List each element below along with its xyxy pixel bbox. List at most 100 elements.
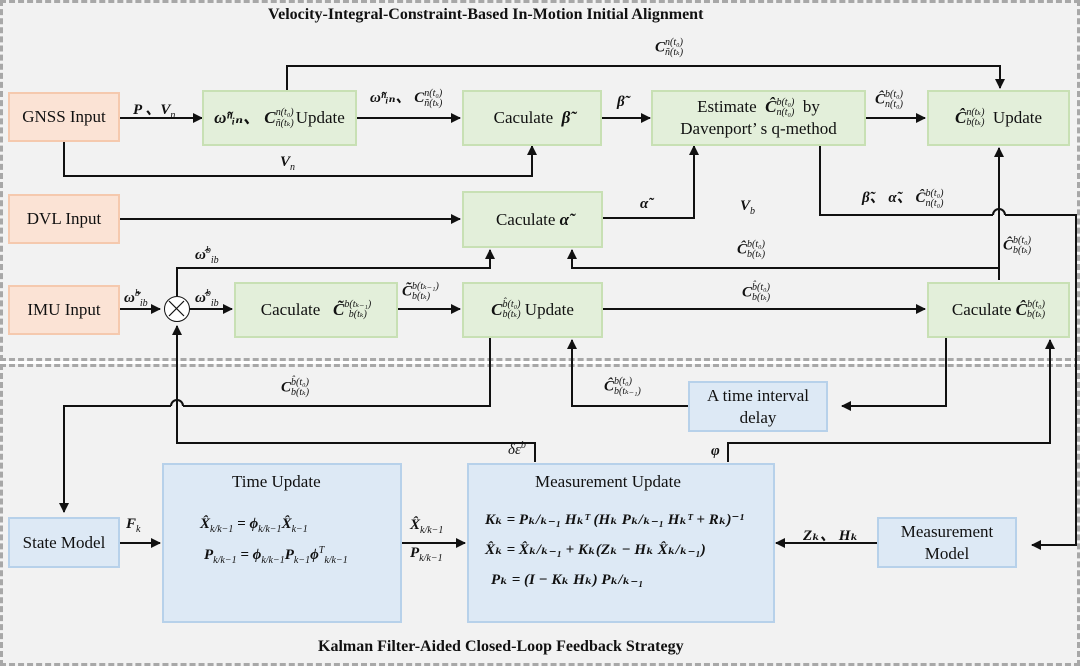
edge-label-alpha: α̃ (640, 196, 649, 212)
measurement-model-line2: Model (924, 543, 970, 563)
edge-label-omega-hat-out: ω̂bib (195, 288, 219, 309)
davenport-label: Davenport’ s q-method (680, 119, 837, 139)
omega-c-update-label: Update (295, 108, 345, 128)
time-delay-block: A time interval delay (688, 381, 828, 432)
multiplier-node (164, 296, 190, 322)
time-update-title: Time Update (232, 472, 321, 491)
c-b-update-label: Update (524, 300, 574, 320)
wire-estimate-to-measurement (819, 146, 993, 216)
estimate-by: by (802, 97, 820, 117)
measurement-update-title: Measurement Update (535, 472, 681, 491)
wire-alpha-to-estimate (603, 145, 699, 219)
wire-mult-to-alpha (176, 249, 495, 296)
measurement-update-eq3: Pₖ = (I − Kₖ Hₖ) Pₖ/ₖ₋₁ (491, 572, 644, 588)
calc-c-tilde-sup: b(tₖ₋₁) (344, 299, 372, 310)
dvl-input-label: DVL Input (26, 209, 102, 229)
estimate-symbol: Ĉ (765, 97, 777, 117)
calc-c-tilde-block: Caculate C̃b(tₖ₋₁)b(tₖ) (234, 282, 398, 338)
edge-label-x-hat: X̂k/k−1 (410, 517, 444, 536)
calc-c-hat-label: Caculate (951, 300, 1012, 320)
imu-input-block: IMU Input (8, 285, 120, 335)
c-b-update-symbol: C (491, 300, 503, 320)
wire-chat-to-alpha (567, 249, 999, 269)
wire-c-top (286, 65, 1005, 91)
edge-label-fk: Fk (126, 516, 141, 535)
edge-label-vn: Vn (280, 154, 296, 173)
wire-phi-feedback (727, 339, 1055, 462)
omega-c-update-sub: ñ(tₖ) (275, 118, 294, 129)
edge-label-p-vn: P 、Vn (133, 102, 176, 121)
edge-label-phi: φ (711, 443, 720, 459)
calc-alpha-symbol: α̃ (559, 209, 570, 229)
calc-c-hat-symbol: Ĉ (1015, 300, 1027, 320)
edge-label-omega-hat-top: ω̂bib (195, 245, 219, 266)
time-delay-line1: A time interval (707, 386, 809, 406)
estimate-label: Estimate (697, 97, 757, 117)
dvl-input-block: DVL Input (8, 194, 120, 244)
calc-beta-block: Caculate β̃ (462, 90, 602, 146)
calc-c-tilde-symbol: C̃ (333, 300, 345, 320)
gnss-input-label: GNSS Input (22, 107, 106, 127)
edge-label-zk-hk: Zₖ、 Hₖ (803, 528, 859, 544)
calc-beta-label: Caculate (493, 108, 554, 128)
wire-cb-to-state (183, 338, 491, 407)
edge-label-omega-tilde-in: ω̃bib (124, 288, 148, 309)
calc-c-tilde-sub: b(tₖ) (348, 309, 367, 320)
omega-c-update-sup: n(t₀) (275, 107, 294, 118)
gnss-input-block: GNSS Input (8, 92, 120, 142)
measurement-update-eq1: Kₖ = Pₖ/ₖ₋₁ Hₖᵀ (Hₖ Pₖ/ₖ₋₁ Hₖᵀ + Rₖ)⁻¹ (485, 512, 744, 528)
c-n-b-sub: b(tₖ) (966, 117, 985, 128)
estimate-sub: n(t₀) (776, 107, 795, 119)
state-model-label: State Model (22, 532, 106, 552)
calc-beta-symbol: β̃ (561, 108, 571, 128)
time-update-eq1: X̂k/k−1 = ϕk/k−1X̂k−1 (200, 516, 308, 535)
state-model-block: State Model (8, 517, 120, 568)
c-n-b-update-label: Update (992, 108, 1043, 128)
edge-label-delta-eps: δεb (508, 440, 526, 458)
time-delay-line2: delay (739, 407, 777, 427)
c-n-b-symbol: Ĉ (954, 108, 967, 128)
alignment-section-title: Velocity-Integral-Constraint-Based In-Mo… (268, 6, 704, 23)
wire-chat-to-delay (841, 338, 947, 411)
edge-label-c-tilde-out: C̃b(tₖ₋₁)b(tₖ) (402, 281, 439, 302)
calc-alpha-block: Caculate α̃ (462, 191, 603, 248)
measurement-update-eq2: X̂ₖ = X̂ₖ/ₖ₋₁ + Kₖ(Zₖ − Hₖ X̂ₖ/ₖ₋₁) (485, 542, 706, 558)
calc-c-hat-sup: b(t₀) (1027, 299, 1045, 310)
c-n-b-sup: n(tₖ) (966, 107, 985, 118)
calc-c-hat-sub: b(tₖ) (1026, 309, 1046, 320)
imu-input-label: IMU Input (27, 300, 101, 320)
multiply-icon (168, 300, 185, 317)
wire-delay-to-cb (567, 339, 688, 407)
calc-alpha-label: Caculate (495, 209, 556, 229)
c-b-update-sup: b̂(t₀) (502, 299, 521, 310)
edge-label-p: Pk/k−1 (410, 545, 443, 564)
measurement-update-block: Measurement Update Kₖ = Pₖ/ₖ₋₁ Hₖᵀ (Hₖ P… (467, 463, 775, 623)
time-update-block: Time Update X̂k/k−1 = ϕk/k−1X̂k−1 Pk/k−1… (162, 463, 402, 623)
measurement-model-line1: Measurement (900, 522, 994, 542)
wire-gnss-vn (63, 142, 537, 177)
edge-label-beta: β̃ (617, 94, 625, 110)
measurement-model-block: Measurement Model (877, 517, 1017, 568)
omega-c-update-symbol: ω̃ⁿᵢₙ、 C (214, 108, 276, 128)
kalman-section-title: Kalman Filter-Aided Closed-Loop Feedback… (318, 638, 684, 655)
c-b-update-sub: b(tₖ) (502, 309, 521, 320)
wire-delta-eps-feedback (172, 325, 536, 462)
edge-label-vb: Vb (740, 198, 756, 217)
calc-c-tilde-label: Caculate (260, 300, 321, 320)
time-update-eq2: Pk/k−1 = ϕk/k−1Pk−1ϕTk/k−1 (204, 545, 348, 566)
